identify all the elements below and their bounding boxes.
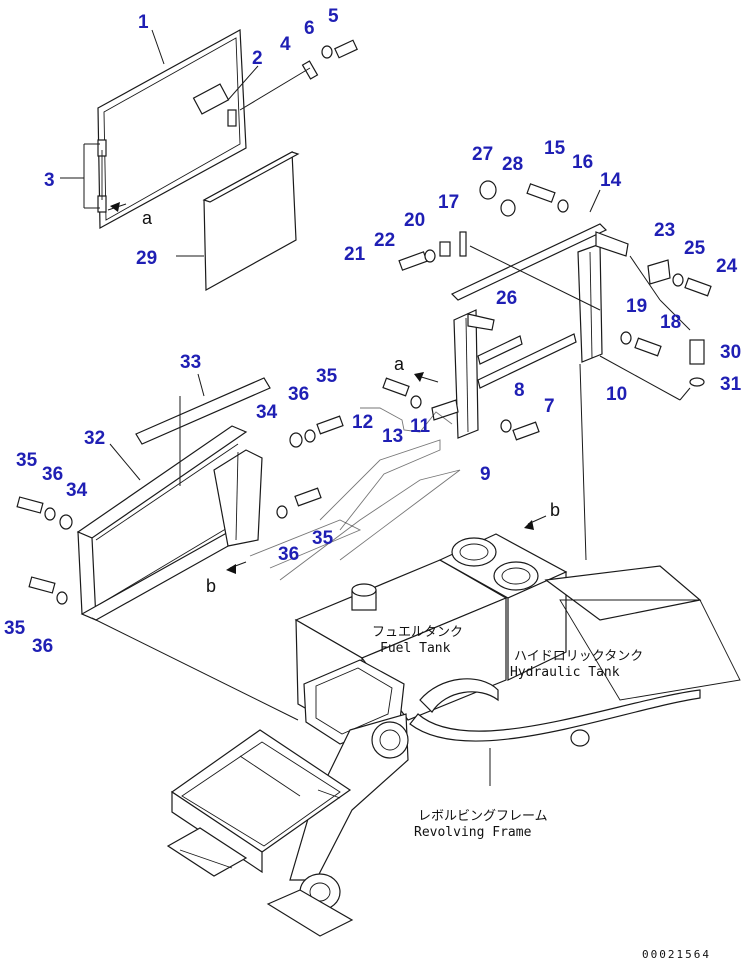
callout-30: 30: [720, 342, 741, 363]
callout-36-top: 36: [288, 384, 309, 405]
callout-26: 26: [496, 288, 517, 309]
callout-33: 33: [180, 352, 201, 373]
callout-35-bottom: 35: [4, 618, 26, 639]
callout-36-bottom: 36: [32, 636, 53, 657]
view-letter-a-door: a: [142, 208, 153, 228]
callout-23: 23: [654, 220, 675, 241]
callout-34-right: 34: [256, 402, 278, 423]
fuel-tank-label-jp: フュエルタンク: [372, 625, 463, 640]
view-arrows: [107, 202, 547, 574]
callout-24: 24: [716, 256, 738, 277]
callout-35-left: 35: [16, 450, 38, 471]
callout-11: 11: [410, 416, 431, 437]
callout-22: 22: [374, 230, 395, 251]
callout-32: 32: [84, 428, 105, 449]
callout-27: 27: [472, 144, 493, 165]
callout-6: 6: [304, 18, 315, 39]
callout-5: 5: [328, 6, 339, 27]
callout-3: 3: [44, 170, 55, 191]
callout-28: 28: [502, 154, 523, 175]
hydraulic-tank-label-jp: ハイドロリックタンク: [514, 649, 643, 664]
callout-35-middle: 35: [312, 528, 334, 549]
callout-2: 2: [252, 48, 263, 69]
fuel-tank-label-en: Fuel Tank: [380, 641, 451, 656]
callout-15: 15: [544, 138, 566, 159]
callout-36-middle: 36: [278, 544, 299, 565]
callout-7: 7: [544, 396, 555, 417]
callout-31: 31: [720, 374, 742, 395]
door-panel: [97, 29, 247, 230]
callout-34-left: 34: [66, 480, 88, 501]
hydraulic-tank-label-en: Hydraulic Tank: [510, 665, 620, 680]
callout-21: 21: [344, 244, 366, 265]
door-pad: [202, 151, 300, 292]
callout-leaders: [60, 29, 601, 481]
callout-8: 8: [514, 380, 525, 401]
revolving-frame-label-jp: レボルビングフレーム: [418, 809, 548, 824]
view-letter-a-bracket: a: [394, 354, 405, 374]
callout-10: 10: [606, 384, 627, 405]
callout-29: 29: [136, 248, 157, 269]
bolt-washer-set-top: [239, 39, 358, 111]
callout-19: 19: [626, 296, 647, 317]
callout-25: 25: [684, 238, 706, 259]
view-letters: a a b b: [142, 208, 560, 596]
revolving-frame: [91, 363, 741, 937]
callout-numbers: 1 2 3 4 5 6 7 8 9 10 11 12 13 14 15 16 1…: [4, 6, 742, 657]
callout-4: 4: [280, 34, 291, 55]
callout-1: 1: [138, 12, 149, 33]
callout-16: 16: [572, 152, 593, 173]
callout-14: 14: [600, 170, 622, 191]
revolving-frame-label-en: Revolving Frame: [414, 825, 532, 840]
callout-17: 17: [438, 192, 459, 213]
callout-20: 20: [404, 210, 425, 231]
callout-36-left: 36: [42, 464, 63, 485]
side-panel: [16, 377, 344, 621]
bracket-assembly: [382, 180, 712, 441]
callout-13: 13: [382, 426, 403, 447]
callout-12: 12: [352, 412, 373, 433]
callout-9: 9: [480, 464, 491, 485]
guide-outlines: [249, 407, 461, 581]
view-letter-b-panel: b: [206, 576, 216, 596]
view-letter-b-tank: b: [550, 500, 560, 520]
callout-18: 18: [660, 312, 681, 333]
document-number: 00021564: [642, 948, 711, 961]
callout-35-top: 35: [316, 366, 338, 387]
component-labels: フュエルタンク Fuel Tank ハイドロリックタンク Hydraulic T…: [372, 625, 643, 840]
